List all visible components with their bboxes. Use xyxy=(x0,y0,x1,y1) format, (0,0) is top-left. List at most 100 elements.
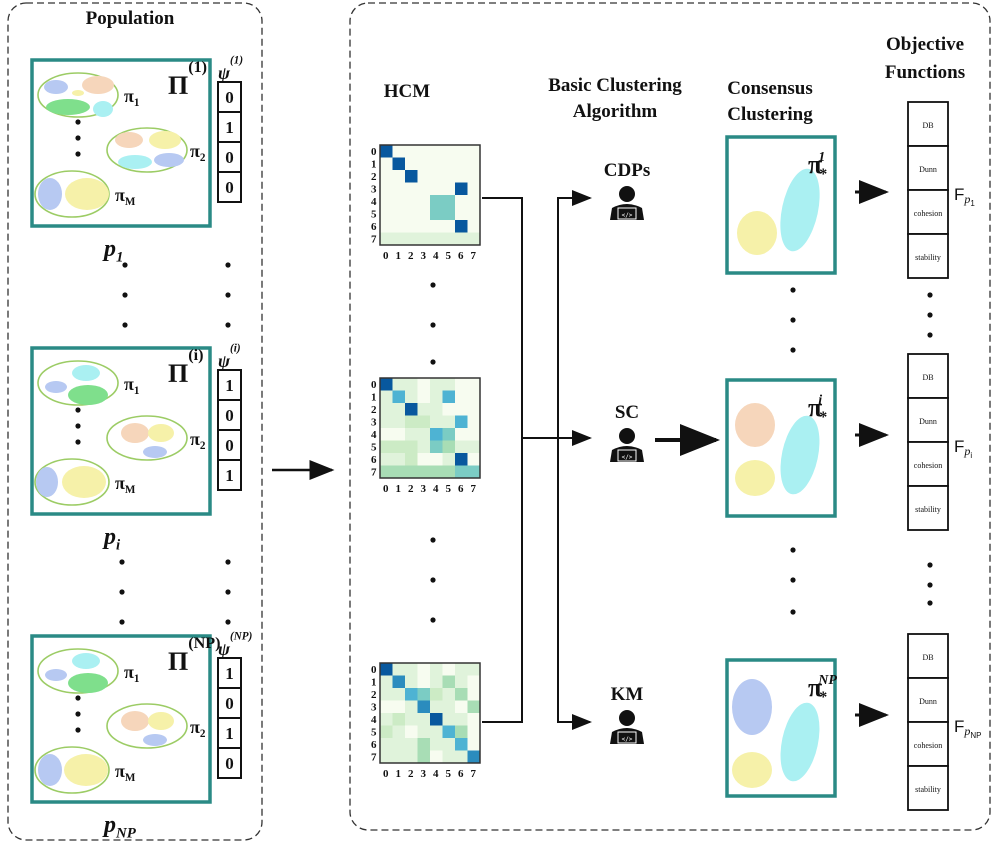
heatmap-cell xyxy=(417,207,431,221)
heatmap-cell xyxy=(380,145,393,158)
partition-label-1: π1 xyxy=(124,662,139,685)
x-tick-label: 2 xyxy=(408,483,414,495)
heatmap-cell xyxy=(380,675,393,689)
y-tick-label: 3 xyxy=(371,417,377,429)
heatmap-cell xyxy=(442,415,456,429)
heatmap-cell xyxy=(417,378,431,391)
consensus-label-sup: 1 xyxy=(818,150,825,165)
consensus-header-line2: Clustering xyxy=(727,104,813,125)
heatmap-cell xyxy=(455,157,468,171)
heatmap-cell xyxy=(442,428,456,441)
ellipsis-dot xyxy=(225,589,231,595)
x-tick-label: 7 xyxy=(471,250,477,262)
partition-label-1-sub: 1 xyxy=(134,97,140,109)
heatmap-cell xyxy=(417,465,431,479)
partition-label-M-base: π xyxy=(115,473,125,493)
partition-label-1-sub: 1 xyxy=(134,673,140,685)
cluster-blob xyxy=(62,466,106,498)
heatmap-cell xyxy=(417,675,431,689)
x-tick-label: 5 xyxy=(446,250,452,262)
objective-cohesion: cohesion xyxy=(914,461,942,470)
y-tick-label: 2 xyxy=(371,689,377,701)
cluster-blob xyxy=(148,712,174,730)
objective-cell xyxy=(907,721,949,767)
cluster-blob xyxy=(780,168,820,252)
heatmap-cell xyxy=(467,182,481,196)
pi-label: Π(NP) xyxy=(168,635,220,676)
ellipsis-dot xyxy=(119,589,125,595)
heatmap-cell xyxy=(417,688,431,701)
heatmap-cell xyxy=(467,453,481,466)
pi-label-sup: (1) xyxy=(188,59,207,76)
heatmap-cell xyxy=(430,688,443,701)
heatmap-cell xyxy=(467,378,481,391)
x-tick-label: 0 xyxy=(383,768,389,780)
partition-label-2-sub: 2 xyxy=(200,440,206,452)
heatmap-cell xyxy=(380,750,393,764)
pipeline-panel xyxy=(349,2,991,831)
ellipsis-dot xyxy=(430,617,436,623)
heatmap-cell xyxy=(380,220,393,233)
code-glyph: </> xyxy=(622,454,633,461)
heatmap-cell xyxy=(405,750,418,764)
heatmap-cell xyxy=(417,713,431,726)
psi-value: 1 xyxy=(225,376,234,395)
objective-vector-label: Fpi xyxy=(954,437,972,460)
heatmap-cell xyxy=(442,465,456,479)
heatmap-cell xyxy=(467,145,481,158)
ellipsis-dot xyxy=(790,287,796,293)
objective-Dunn: Dunn xyxy=(919,697,937,706)
partition-label-1-base: π xyxy=(124,86,134,106)
heatmap-cell xyxy=(405,675,418,689)
consensus-clustering-2: π*i xyxy=(725,378,837,518)
y-tick-label: 1 xyxy=(371,392,377,404)
x-tick-label: 6 xyxy=(458,768,464,780)
y-tick-label: 5 xyxy=(371,209,377,221)
population-panel xyxy=(7,2,263,841)
ellipsis-dot xyxy=(430,359,436,365)
ellipsis-dot xyxy=(75,407,81,413)
objective-label-sub: p xyxy=(963,192,970,206)
objective-cell xyxy=(907,485,949,531)
heatmap-cell xyxy=(455,725,468,739)
objective-vector-label: FpNP xyxy=(954,717,982,740)
objective-vector-label: Fp1 xyxy=(954,185,975,208)
heatmap-cell xyxy=(417,750,431,764)
psi-value: 0 xyxy=(225,178,234,197)
heatmap-cell xyxy=(380,428,393,441)
heatmap-cell xyxy=(380,440,393,454)
heatmap-cell xyxy=(467,220,481,233)
heatmap-cell xyxy=(442,738,456,751)
pi-label-base: Π xyxy=(168,71,188,100)
ellipsis-dot xyxy=(927,562,933,568)
x-tick-label: 4 xyxy=(433,250,439,262)
consensus-label-base: π xyxy=(808,393,822,422)
heatmap-cell xyxy=(380,700,393,714)
code-glyph: </> xyxy=(622,736,633,743)
consensus-label-sub: * xyxy=(819,166,827,183)
heatmap-cell xyxy=(430,378,443,391)
hcm-connectors xyxy=(482,190,592,730)
heatmap-cell xyxy=(430,738,443,751)
laptop xyxy=(617,449,637,462)
y-tick-label: 0 xyxy=(371,664,377,676)
objective-cell xyxy=(907,145,949,191)
heatmap-cell xyxy=(405,170,418,183)
heatmap-cell xyxy=(392,182,406,196)
x-tick-label: 6 xyxy=(458,250,464,262)
heatmap-cell xyxy=(417,700,431,714)
pi-label: Π(1) xyxy=(168,59,207,100)
ellipsis-dot xyxy=(430,537,436,543)
heatmap-cell xyxy=(455,688,468,701)
heatmap-cell xyxy=(380,725,393,739)
heatmap-cell xyxy=(392,232,406,246)
heatmap-cell xyxy=(380,688,393,701)
code-glyph: </> xyxy=(622,212,633,219)
heatmap-cell xyxy=(417,428,431,441)
ellipsis-dot xyxy=(75,135,81,141)
heatmap-cell xyxy=(405,415,418,429)
objective-cell xyxy=(907,441,949,487)
